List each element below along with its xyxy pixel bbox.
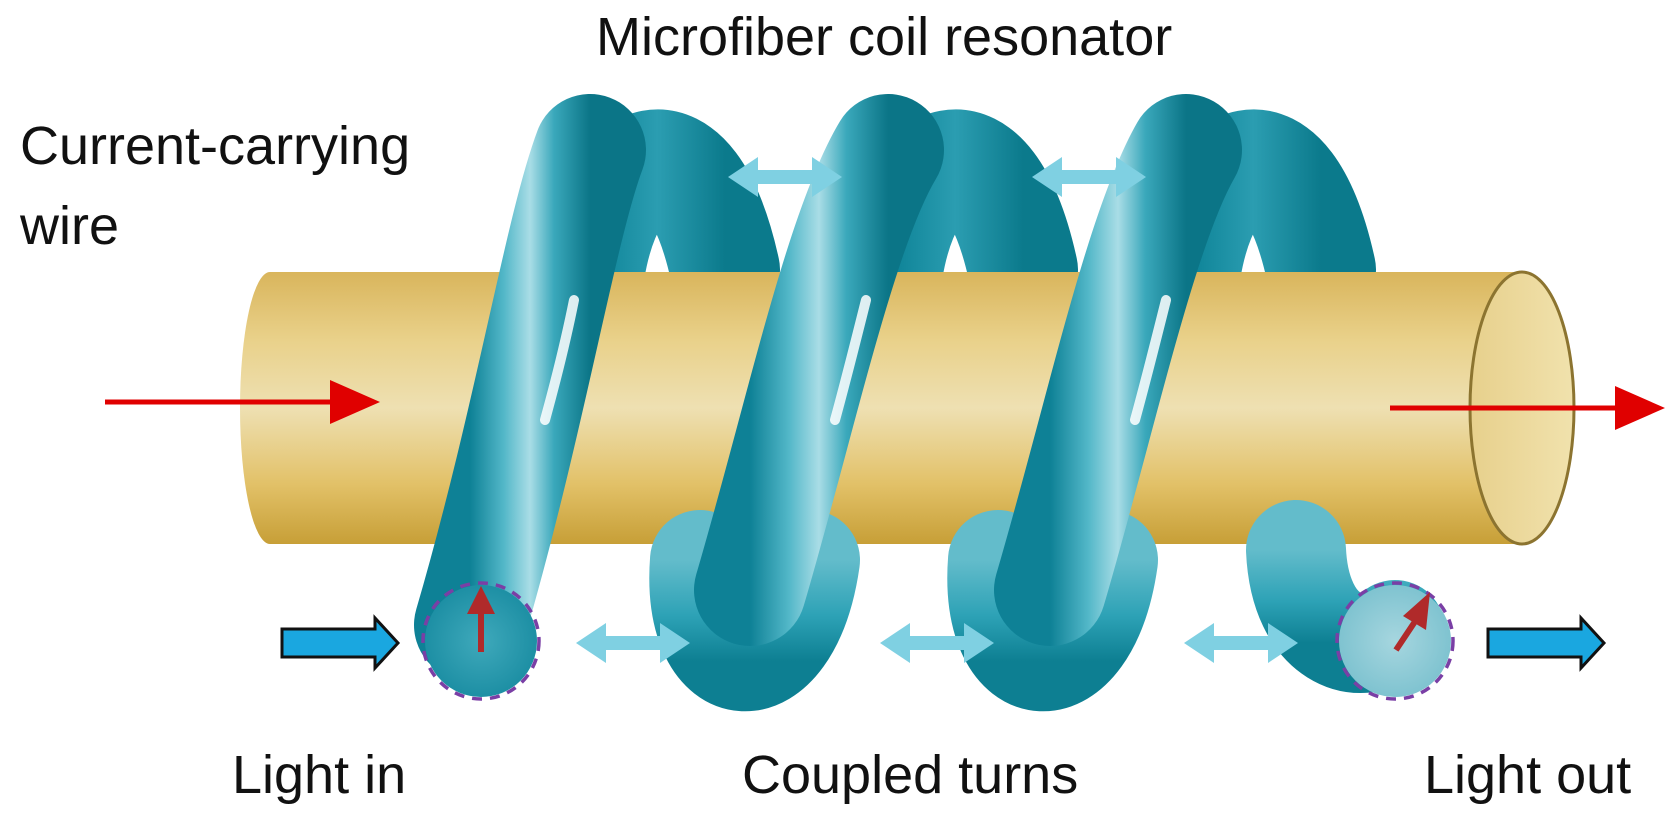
light-out-label: Light out	[1424, 745, 1632, 805]
field-arrow-icon	[467, 586, 495, 614]
double-arrow-icon	[1184, 623, 1298, 663]
coil-highlight-2	[830, 295, 871, 425]
field-vector-out	[1393, 592, 1430, 652]
double-arrow-icon	[576, 623, 690, 663]
current-arrow-out	[1390, 386, 1665, 430]
coil-front-segment-1	[414, 94, 646, 681]
coil-highlight-1	[540, 295, 579, 425]
coupling-arrows-bottom	[576, 623, 1298, 663]
double-arrow-icon	[1032, 157, 1146, 197]
current-arrow-in	[105, 380, 380, 424]
field-vector-in	[467, 586, 495, 652]
coil-front-segments	[414, 94, 1242, 681]
coil-front-segment-2	[694, 94, 944, 646]
current-arrow-icon	[330, 380, 380, 424]
fiber-output-face	[1339, 585, 1451, 697]
wire-label-line-1: Current-carrying	[20, 116, 411, 176]
double-arrow-icon	[880, 623, 994, 663]
wire-left-end	[240, 272, 300, 544]
coupled-turns-label: Coupled turns	[742, 745, 1079, 805]
dashed-circle-in	[421, 581, 541, 701]
light-arrow-in	[280, 614, 401, 672]
coil-highlight-3	[1130, 295, 1171, 425]
coil-front-segment-3	[994, 94, 1242, 646]
dashed-circle-out	[1335, 581, 1455, 701]
field-arrow-icon	[1403, 592, 1430, 630]
wire-cylinder	[240, 270, 1576, 546]
light-arrow-icon	[1486, 614, 1607, 672]
double-arrow-icon	[728, 157, 842, 197]
wire-label: Current-carrying wire	[20, 106, 410, 266]
wire-label-line-2: wire	[20, 196, 120, 256]
title-label: Microfiber coil resonator	[596, 7, 1173, 67]
light-in-label: Light in	[232, 745, 407, 805]
light-arrow-out	[1486, 614, 1607, 672]
coupling-arrows-top	[728, 157, 1146, 197]
current-arrow-icon	[1615, 386, 1665, 430]
light-arrow-icon	[280, 614, 401, 672]
